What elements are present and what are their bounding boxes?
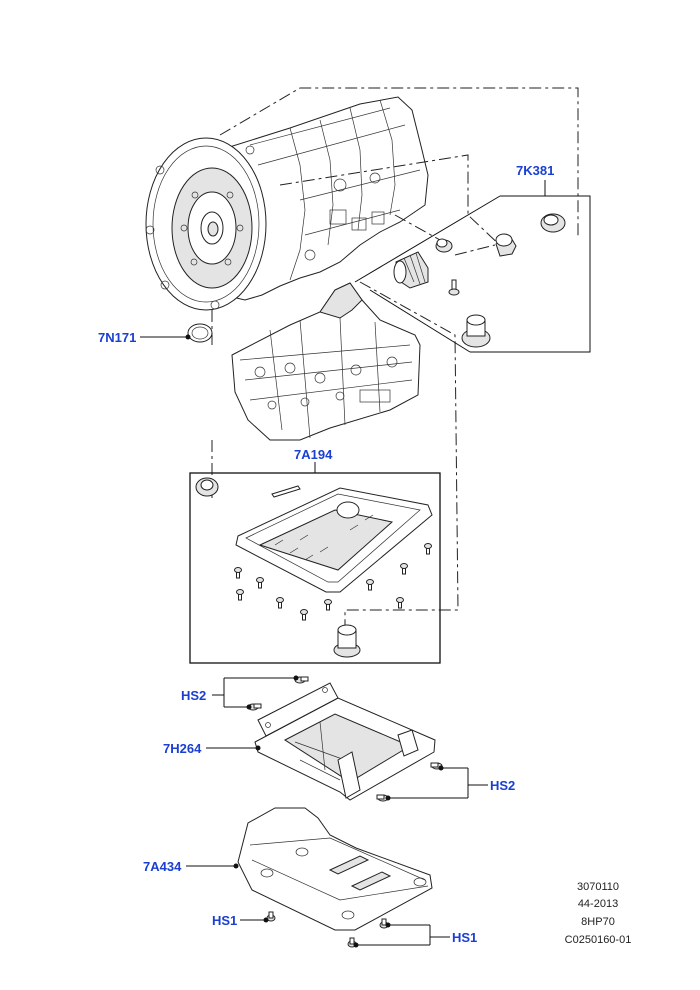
small-bolt-part	[448, 279, 460, 296]
plug-part	[495, 233, 517, 257]
callout-7n171: 7N171	[98, 330, 136, 345]
filter-plug-part	[461, 314, 491, 348]
seal-kit-7k381	[354, 180, 591, 353]
reference-line-3: 8HP70	[581, 916, 615, 928]
ribbed-seal-part	[393, 251, 429, 289]
crossmember-7h264	[254, 682, 436, 801]
leader-lines	[140, 334, 488, 948]
valve-body	[231, 282, 421, 441]
callout-hs1-left: HS1	[212, 913, 237, 928]
assembly-center-lines	[211, 87, 579, 625]
callout-7h264: 7H264	[163, 741, 202, 756]
oil-pan-kit-box	[189, 462, 441, 664]
transmission-assembly	[145, 96, 429, 311]
callout-7a194: 7A194	[294, 447, 333, 462]
callout-hs1-right: HS1	[452, 930, 477, 945]
reference-block: 3070110 44-2013 8HP70 C0250160-01	[565, 881, 632, 946]
oil-pan-part	[235, 487, 433, 593]
undershield-7a434	[237, 807, 433, 931]
grommet-part	[540, 213, 566, 233]
reference-line-2: 44-2013	[578, 898, 618, 910]
callout-7a434: 7A434	[143, 859, 182, 874]
callout-hs2-top: HS2	[181, 688, 206, 703]
plug-7n171	[187, 323, 213, 343]
reference-line-1: 3070110	[577, 881, 619, 893]
callout-hs2-right: HS2	[490, 778, 515, 793]
drain-plug-part	[333, 624, 361, 658]
bolt-hs2-right	[376, 762, 443, 802]
pan-bolts	[234, 543, 432, 621]
callout-7k381: 7K381	[516, 163, 554, 178]
small-seal-part	[435, 238, 453, 253]
reference-line-4: C0250160-01	[565, 934, 632, 946]
